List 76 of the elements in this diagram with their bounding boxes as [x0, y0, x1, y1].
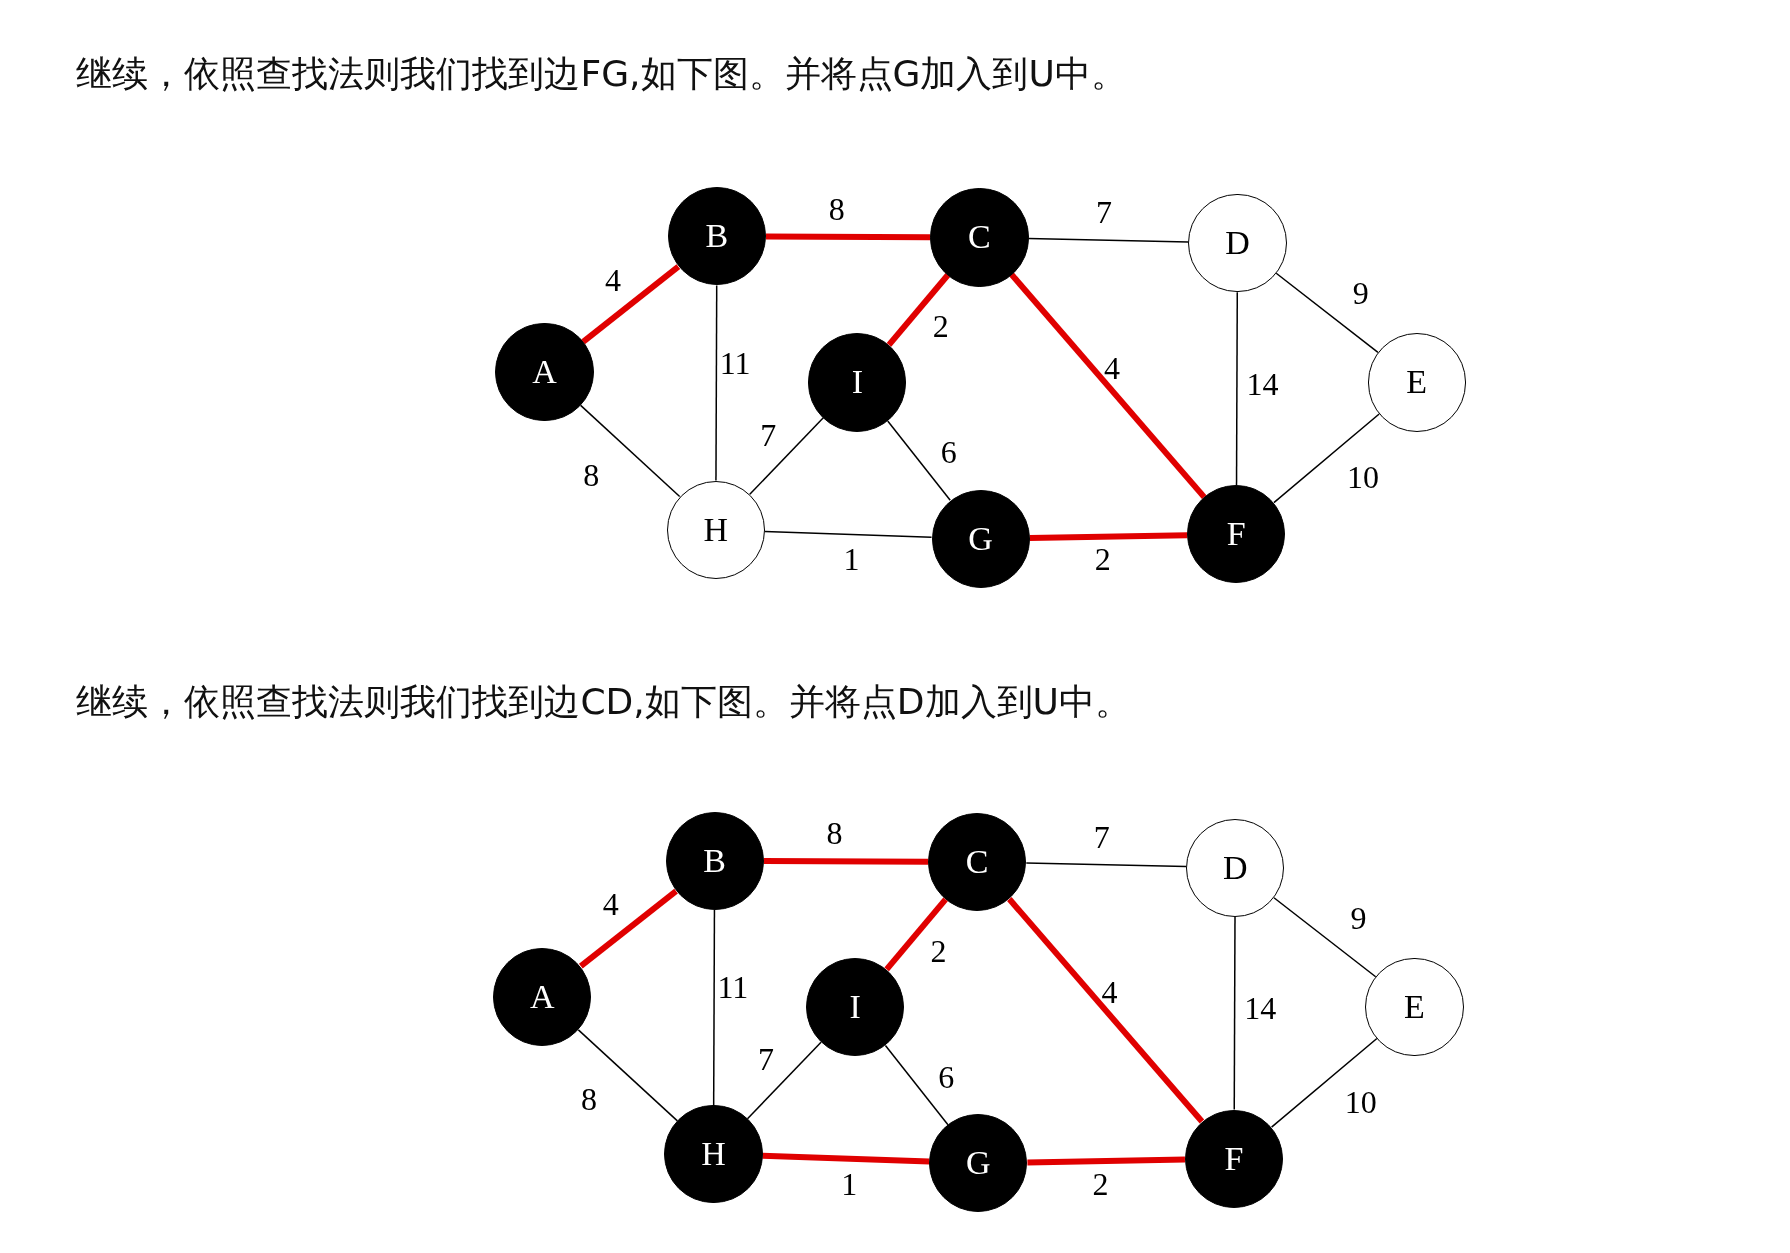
- edge-weight: 11: [717, 971, 749, 1004]
- edge-line: [746, 1041, 822, 1120]
- edge-line: [886, 273, 951, 347]
- vertex-circle: F: [1184, 1109, 1284, 1208]
- edge-weight: 8: [583, 458, 600, 491]
- edge-weight: 8: [581, 1083, 598, 1116]
- edge-line: [1273, 413, 1380, 504]
- edge-line: [1270, 1037, 1378, 1128]
- edge-weight: 4: [1101, 976, 1118, 1009]
- edge-line: [884, 1044, 949, 1126]
- edge-weight: 4: [605, 263, 621, 296]
- vertex-circle: G: [929, 1114, 1028, 1213]
- edge-line: [1275, 272, 1379, 354]
- edge-weight: 6: [940, 436, 957, 469]
- vertex-circle: A: [493, 947, 592, 1046]
- vertex-circle: C: [930, 188, 1029, 287]
- vertex-circle: I: [808, 333, 907, 432]
- vertex-circle: E: [1365, 957, 1464, 1056]
- edge-weight: 8: [826, 817, 843, 850]
- edge-weight: 1: [843, 543, 860, 576]
- edge-line: [886, 420, 951, 502]
- edge-weight: 2: [932, 310, 949, 343]
- vertex-circle: H: [666, 480, 765, 579]
- vertex-circle: G: [931, 489, 1030, 588]
- edge-line: [762, 1152, 930, 1165]
- edge-line: [1009, 272, 1207, 500]
- vertex-circle: C: [928, 812, 1027, 911]
- edge-weight: 11: [719, 347, 751, 379]
- edge-line: [1235, 291, 1239, 486]
- edge-line: [1007, 897, 1205, 1124]
- edge-line: [578, 888, 678, 969]
- edge-line: [763, 857, 929, 865]
- edge-weight: 1: [841, 1167, 858, 1200]
- edge-weight: 14: [1246, 367, 1279, 400]
- vertex-circle: A: [495, 323, 594, 422]
- edge-weight: 4: [1103, 351, 1120, 384]
- edge-weight: 2: [1094, 543, 1111, 576]
- edge-weight: 7: [758, 1043, 774, 1076]
- edge-line: [766, 233, 931, 241]
- edge-weight: 10: [1347, 461, 1380, 494]
- edge-line: [1233, 915, 1236, 1111]
- vertex-circle: D: [1188, 194, 1287, 293]
- edge-weight: 2: [1092, 1167, 1109, 1200]
- caption-text: 继续，依照查找法则我们找到边CD,如下图。并将点D加入到U中。: [76, 680, 1131, 725]
- edge-line: [581, 264, 681, 345]
- edge-line: [715, 284, 718, 482]
- vertex-circle: B: [667, 187, 766, 286]
- edge-weight: 8: [828, 192, 845, 225]
- vertex-circle: E: [1367, 333, 1466, 432]
- vertex-circle: B: [665, 811, 764, 910]
- edge-weight: 7: [1095, 196, 1112, 229]
- edge-weight: 7: [1093, 820, 1110, 853]
- edge-line: [884, 897, 948, 972]
- edge-weight: 6: [938, 1060, 955, 1093]
- edge-line: [749, 417, 825, 496]
- vertex-circle: F: [1187, 485, 1286, 584]
- edge-weight: 9: [1350, 901, 1367, 934]
- edge-line: [579, 404, 681, 498]
- vertex-circle: H: [664, 1105, 763, 1204]
- edge-line: [712, 909, 716, 1106]
- vertex-circle: I: [805, 957, 905, 1056]
- edge-weight: 10: [1344, 1085, 1377, 1118]
- edge-weight: 7: [760, 418, 777, 451]
- edge-line: [1273, 896, 1377, 978]
- edge-weight: 9: [1352, 277, 1369, 310]
- edge-line: [577, 1029, 679, 1122]
- edge-weight: 14: [1244, 992, 1277, 1024]
- edge-line: [1025, 862, 1187, 868]
- edge-line: [1029, 532, 1188, 541]
- caption-text: 继续，依照查找法则我们找到边FG,如下图。并将点G加入到U中。: [76, 52, 1127, 97]
- vertex-circle: D: [1186, 818, 1285, 917]
- edge-line: [1027, 1156, 1186, 1166]
- edge-weight: 2: [930, 934, 947, 967]
- edge-weight: 4: [602, 888, 619, 921]
- edge-line: [764, 530, 933, 538]
- edge-line: [1027, 237, 1190, 243]
